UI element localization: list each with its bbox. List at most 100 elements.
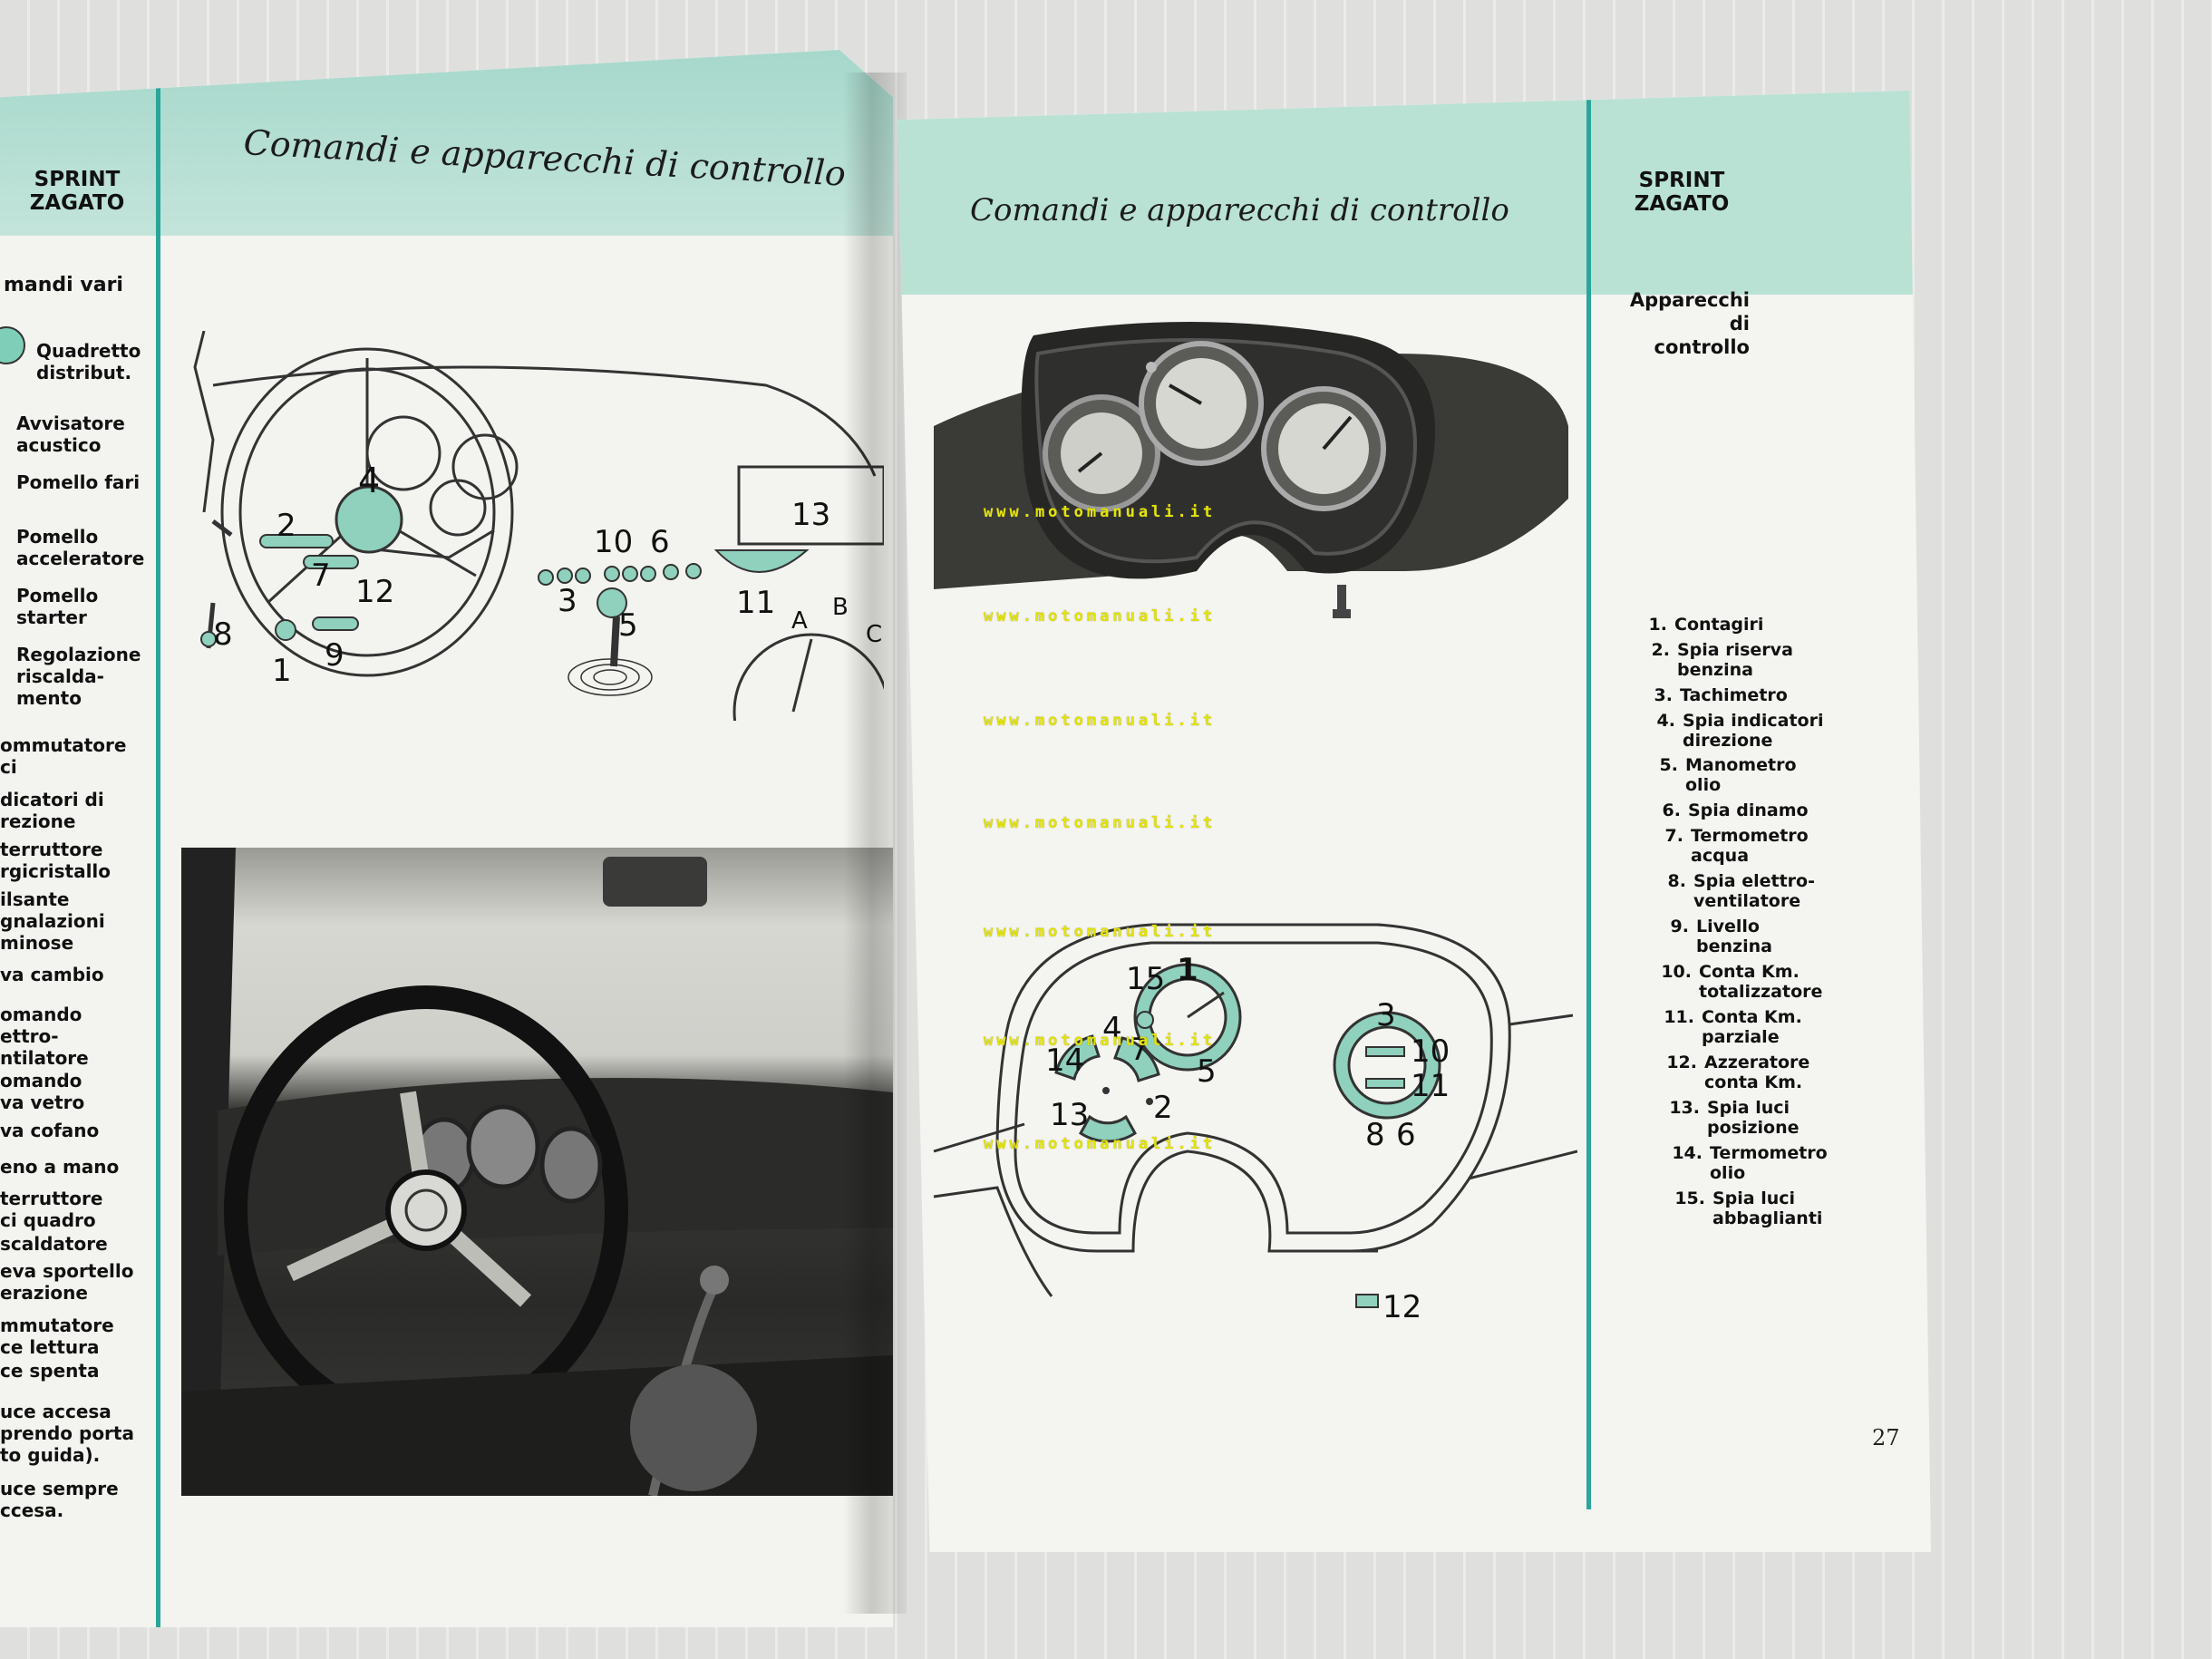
diagram-number: 15 <box>1126 961 1166 997</box>
legend-item-number: 3. <box>1654 685 1673 705</box>
watermark-text: www.motomanuali.it <box>984 1032 1217 1050</box>
left-side-tag: SPRINT ZAGATO <box>29 168 125 215</box>
quadretto-icon <box>0 326 25 364</box>
legend-item-number: 5. <box>1659 755 1678 775</box>
diagram-number: 10 <box>594 524 634 560</box>
diagram-number: 4 <box>1102 1011 1122 1047</box>
watermark-text: www.motomanuali.it <box>984 1135 1217 1153</box>
instrument-cluster-line-diagram <box>933 923 1577 1308</box>
left-label-item: scaldatore <box>0 1233 108 1255</box>
legend-item-number: 1. <box>1648 615 1667 635</box>
left-page: Comandi e apparecchi di controllo SPRINT… <box>0 50 893 1627</box>
left-label-item: ce spenta <box>0 1360 100 1382</box>
legend-item-number: 13. <box>1669 1098 1700 1118</box>
diagram-number: 9 <box>325 637 344 674</box>
right-side-tag: SPRINT ZAGATO <box>1634 169 1730 216</box>
right-vertical-rule <box>1586 95 1591 1509</box>
legend-item-number: 7. <box>1664 826 1683 846</box>
diagram-number: 11 <box>736 585 776 621</box>
interior-photo-drawing <box>181 848 893 1498</box>
legend-item-number: 9. <box>1670 917 1689 936</box>
diagram-number: 2 <box>1153 1090 1173 1126</box>
legend-item-number: 14. <box>1672 1143 1703 1163</box>
instrument-cluster-photo <box>925 317 1568 707</box>
legend-item: 6. Spia dinamo <box>1650 800 1809 820</box>
legend-item-number: 6. <box>1662 800 1681 820</box>
diagram-number: 3 <box>558 583 577 619</box>
legend-item-number: 11. <box>1664 1007 1694 1027</box>
legend-item-text: Spia dinamo <box>1688 800 1809 820</box>
legend-item: 8. Spia elettro-ventilatore <box>1655 871 1815 911</box>
left-vertical-rule <box>156 68 160 1627</box>
left-label-item: va cambio <box>0 964 104 985</box>
legend-item-number: 2. <box>1651 640 1670 660</box>
watermark-text: www.motomanuali.it <box>984 814 1217 832</box>
diagram-number: 14 <box>1045 1043 1085 1079</box>
diagram-number: 2 <box>276 508 296 544</box>
watermark-text: www.motomanuali.it <box>984 503 1217 521</box>
diagram-number: 3 <box>1376 997 1396 1033</box>
diagram-letter: B <box>832 594 849 621</box>
diagram-number: 8 <box>213 616 233 653</box>
diagram-number: 13 <box>1050 1097 1090 1133</box>
legend-item: 10.Conta Km.totalizzatore <box>1661 962 1822 1002</box>
legend-item-text: Tachimetro <box>1680 685 1788 705</box>
right-page: Comandi e apparecchi di controllo SPRINT… <box>897 91 1931 1552</box>
diagram-number: 1 <box>1177 952 1198 988</box>
dashboard-line-diagram <box>193 331 884 721</box>
diagram-number: 13 <box>791 497 831 533</box>
legend-item-number: 4. <box>1656 711 1675 731</box>
interior-photo <box>181 848 893 1498</box>
watermark-text: www.motomanuali.it <box>984 607 1217 626</box>
watermark-text: www.motomanuali.it <box>984 712 1217 730</box>
diagram-number: 6 <box>650 524 670 560</box>
diagram-number: 5 <box>1197 1053 1217 1090</box>
left-label-item: va cofano <box>0 1120 100 1141</box>
legend-item-text: Conta Km.parziale <box>1702 1007 1802 1047</box>
legend-item-text: Conta Km.totalizzatore <box>1699 962 1823 1002</box>
diagram-letter: A <box>791 607 808 635</box>
diagram-number: 7 <box>1130 1032 1150 1068</box>
right-section-heading: Apparecchi di controllo <box>1629 289 1750 358</box>
legend-item-text: Contagiri <box>1674 615 1764 635</box>
right-diagram-number-labels: 1 2 3 4 5 6 7 8 10 11 12 13 14 15 <box>925 916 1577 1342</box>
legend-item: 3. Tachimetro <box>1642 685 1788 705</box>
watermark-text: www.motomanuali.it <box>984 923 1217 941</box>
legend-item: 11. Conta Km.parziale <box>1664 1007 1802 1047</box>
diagram-number: 4 <box>358 461 381 500</box>
right-page-title: Comandi e apparecchi di controllo <box>970 192 1509 228</box>
right-header-band <box>897 91 1931 295</box>
legend-item: 1. Contagiri <box>1636 615 1764 635</box>
diagram-letter: C <box>866 621 882 648</box>
left-label-item: Pomello fari <box>16 471 141 493</box>
legend-item-number: 8. <box>1667 871 1686 891</box>
diagram-number: 6 <box>1396 1117 1416 1153</box>
diagram-number: 8 <box>1365 1117 1385 1153</box>
diagram-number: 11 <box>1411 1068 1450 1104</box>
instrument-cluster-drawing <box>934 322 1568 618</box>
legend-item-text: Spia elettro-ventilatore <box>1693 871 1815 911</box>
legend-item-number: 15. <box>1674 1188 1705 1208</box>
left-label-item: eno a mano <box>0 1156 120 1178</box>
